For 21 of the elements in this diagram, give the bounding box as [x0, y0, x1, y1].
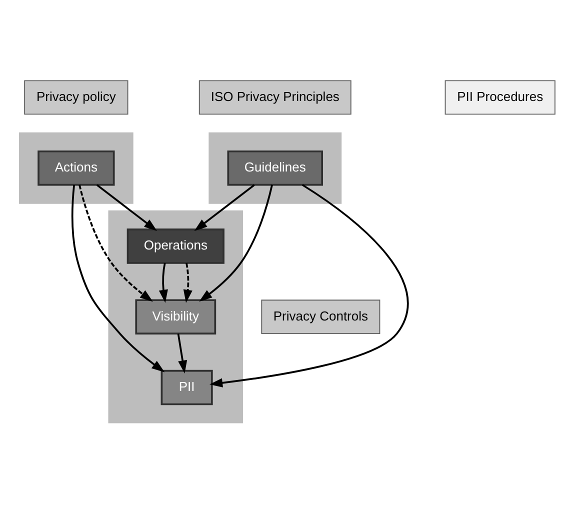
node-box: Privacy Controls [261, 299, 380, 334]
arrow [194, 184, 255, 231]
cluster [208, 132, 342, 204]
arrow [96, 184, 158, 231]
node-box: Privacy policy [24, 80, 128, 114]
node-box: Visibility [135, 298, 216, 334]
arrow [72, 184, 165, 372]
node-box: PII Procedures [444, 80, 556, 114]
node-box: Operations [126, 228, 224, 264]
cluster [19, 132, 134, 204]
node-box: Actions [38, 150, 115, 186]
arrow [210, 184, 408, 387]
arrow [199, 184, 273, 302]
arrow [78, 184, 153, 302]
node-box: Guidelines [227, 150, 323, 186]
node-box: PII [160, 369, 213, 405]
arrow [183, 262, 192, 302]
arrow [158, 262, 168, 302]
cluster [108, 210, 244, 423]
arrow [177, 333, 188, 373]
node-box: ISO Privacy Principles [198, 80, 352, 114]
